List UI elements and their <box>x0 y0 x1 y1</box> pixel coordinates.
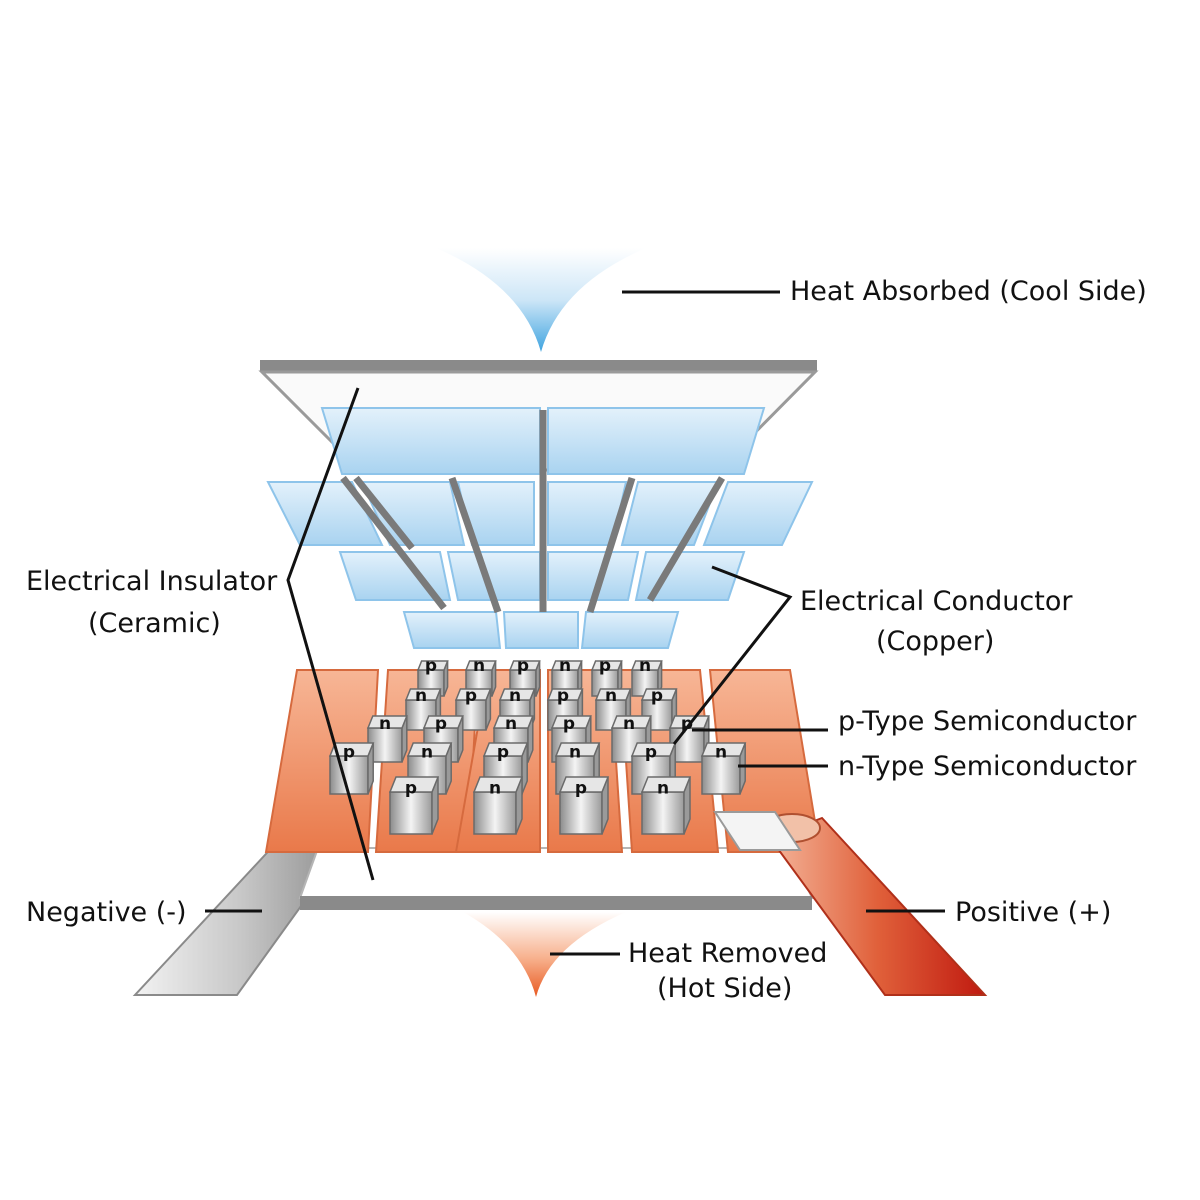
label-insulator-line2: (Ceramic) <box>88 608 221 639</box>
pellet-letter: p <box>405 779 417 799</box>
label-negative: Negative (-) <box>26 897 187 928</box>
pellet-letter: p <box>425 656 437 676</box>
pellet-n-type: n <box>472 776 524 835</box>
pellet-p-type: p <box>328 742 375 795</box>
pellet-n-type: n <box>610 714 652 763</box>
pellet-letter: n <box>489 779 501 799</box>
pellet-letter: n <box>421 742 433 762</box>
pellet-letter: p <box>497 742 509 762</box>
cool-side-rods <box>340 410 726 614</box>
leader-lines <box>205 290 945 956</box>
label-insulator-line1: Electrical Insulator <box>26 566 278 597</box>
pellet-n-type: n <box>640 776 692 835</box>
pellet-letter: p <box>599 656 611 676</box>
pellet-letter: p <box>435 714 447 734</box>
pellet-letter: n <box>505 714 517 734</box>
pellet-letter: n <box>605 686 617 706</box>
label-conductor-line1: Electrical Conductor <box>800 586 1073 617</box>
pellet-letter: n <box>473 656 485 676</box>
pellet-letter: p <box>465 686 477 706</box>
label-p-type: p-Type Semiconductor <box>838 706 1137 737</box>
label-conductor-line2: (Copper) <box>876 626 994 657</box>
pellet-letter: n <box>657 779 669 799</box>
pellet-letter: n <box>715 742 727 762</box>
cool-copper-tiles-upper <box>320 407 766 475</box>
pellet-letter: n <box>623 714 635 734</box>
pellet-letter: p <box>343 742 355 762</box>
pellet-letter: n <box>415 686 427 706</box>
pellet-n-type: n <box>366 714 408 763</box>
pellet-n-type: n <box>630 656 663 697</box>
pellet-p-type: p <box>388 776 440 835</box>
pellet-p-type: p <box>558 776 610 835</box>
pellet-letter: n <box>379 714 391 734</box>
heat-absorbed-arrow <box>436 248 646 352</box>
pellet-p-type: p <box>416 656 449 697</box>
pellet-letter: p <box>575 779 587 799</box>
pellet-letter: p <box>645 742 657 762</box>
positive-wire <box>713 811 988 996</box>
hot-ceramic-plate <box>298 847 814 910</box>
pellet-letter: p <box>557 686 569 706</box>
pellet-letter: n <box>509 686 521 706</box>
pellet-letter: p <box>563 714 575 734</box>
pellet-letter: n <box>639 656 651 676</box>
pellet-letter: n <box>569 742 581 762</box>
pellet-letter: p <box>517 656 529 676</box>
label-n-type: n-Type Semiconductor <box>838 751 1137 782</box>
heat-removed-arrow <box>463 912 626 997</box>
label-heat-removed-line2: (Hot Side) <box>657 973 792 1004</box>
label-heat-absorbed: Heat Absorbed (Cool Side) <box>790 276 1147 307</box>
pellet-letter: n <box>559 656 571 676</box>
label-positive: Positive (+) <box>955 897 1111 928</box>
label-heat-removed-line1: Heat Removed <box>628 938 827 969</box>
pellet-letter: p <box>651 686 663 706</box>
pellet-n-type: n <box>700 742 747 795</box>
